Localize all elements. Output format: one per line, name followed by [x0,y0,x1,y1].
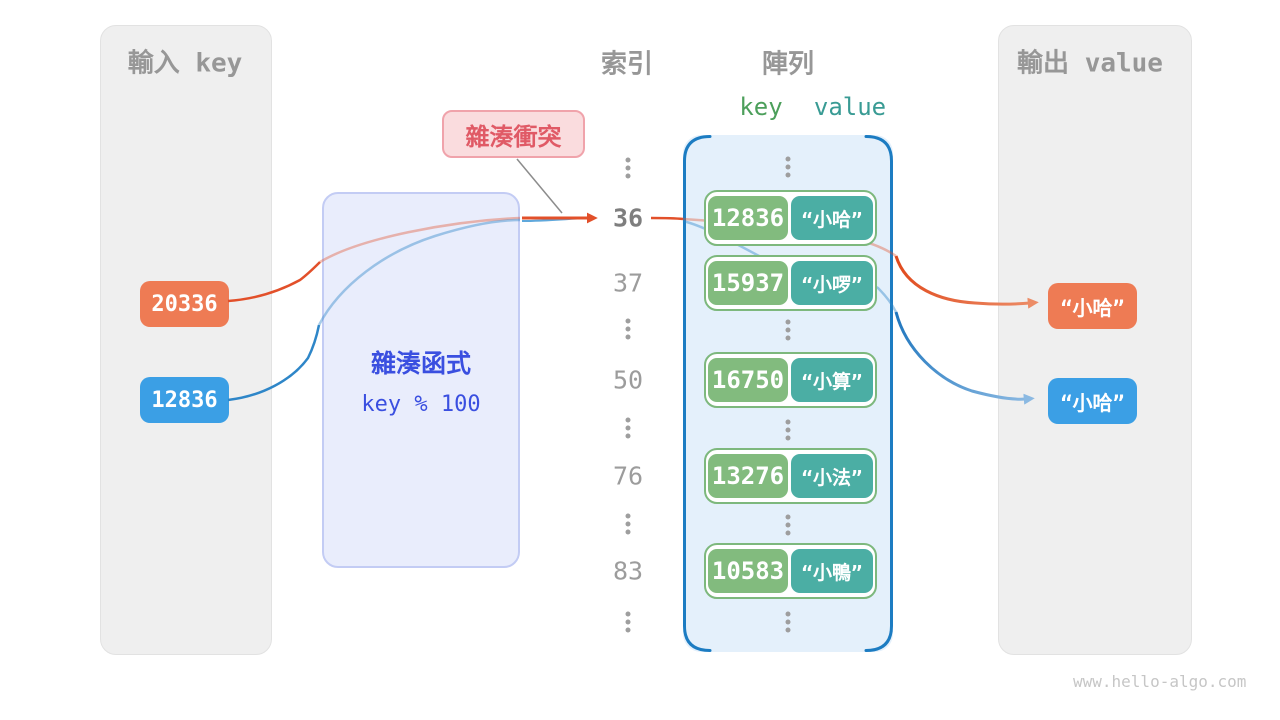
output-panel-title: 輸出 value [1017,48,1163,79]
index-50: 50 [612,365,644,395]
hash-function-box: 雜湊函式 key % 100 [322,192,520,568]
bucket-row-37: 15937 “小啰” [704,255,877,311]
ellipsis-icon [785,319,791,341]
ellipsis-icon [625,611,631,633]
hash-function-title: 雜湊函式 [370,349,471,378]
bucket-row-50: 16750 “小算” [704,352,877,408]
watermark: www.hello-algo.com [1073,672,1247,691]
hash-function-formula: key % 100 [361,392,481,417]
ellipsis-icon [785,514,791,536]
collision-pointer-line [516,158,563,214]
ellipsis-icon [785,419,791,441]
output-value-blue: “小哈” [1048,378,1137,424]
ellipsis-icon [785,611,791,633]
input-key-20336: 20336 [140,281,229,327]
bucket-row-36: 12836 “小哈” [704,190,877,246]
array-value-header: value [813,93,887,121]
bucket-value: “小啰” [791,261,873,305]
ellipsis-icon [625,513,631,535]
ellipsis-icon [625,318,631,340]
output-panel [998,25,1192,655]
input-panel [100,25,272,655]
bucket-key: 13276 [708,454,788,498]
ellipsis-icon [625,417,631,439]
array-key-header: key [739,93,783,121]
index-37: 37 [612,268,644,298]
index-76: 76 [612,461,644,491]
bucket-value: “小法” [791,454,873,498]
input-key-12836: 12836 [140,377,229,423]
bucket-key: 12836 [708,196,788,240]
index-83: 83 [612,556,644,586]
array-title: 陣列 [761,49,815,80]
ellipsis-icon [785,156,791,178]
blue-to-index-line [521,217,587,222]
bucket-key: 15937 [708,261,788,305]
input-panel-title: 輸入 key [127,48,243,79]
bucket-value: “小哈” [791,196,873,240]
index-column-title: 索引 [600,49,654,80]
output-value-orange: “小哈” [1048,283,1137,329]
bucket-row-83: 10583 “小鴨” [704,543,877,599]
hash-collision-label: 雜湊衝突 [442,110,585,158]
bucket-key: 16750 [708,358,788,402]
index-to-bucket-line [650,216,684,221]
bucket-value: “小算” [791,358,873,402]
bucket-key: 10583 [708,549,788,593]
bucket-row-76: 13276 “小法” [704,448,877,504]
ellipsis-icon [625,157,631,179]
index-36: 36 [612,203,644,233]
bucket-value: “小鴨” [791,549,873,593]
